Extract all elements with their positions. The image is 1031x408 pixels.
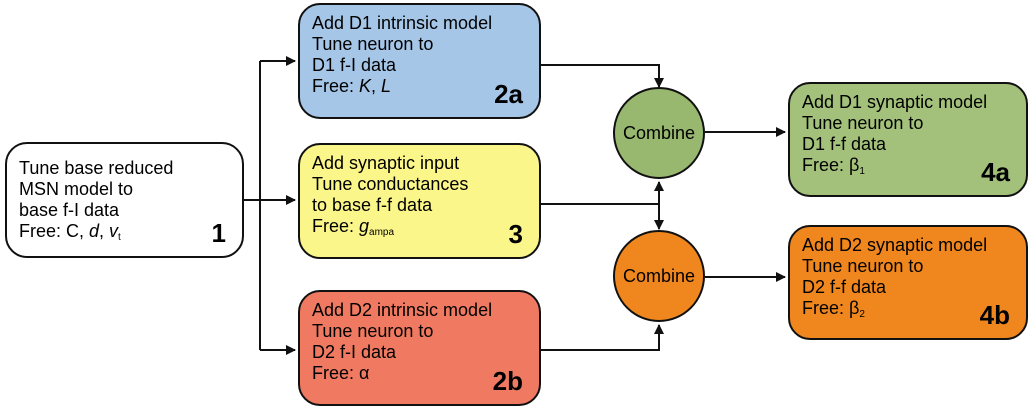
box-4a-free: Free: β1	[802, 155, 865, 177]
box-4a-line-2: Tune neuron to	[802, 113, 924, 133]
box-2a-line-2: Tune neuron to	[312, 34, 434, 54]
combine-d2-label: Combine	[622, 265, 696, 286]
step-number-4a: 4a	[981, 157, 1010, 187]
box-base-line-1: Tune base reduced	[19, 158, 174, 178]
box-4b-line-2: Tune neuron to	[802, 256, 924, 276]
step-number-3: 3	[508, 219, 523, 249]
box-4b-free: Free: β2	[802, 298, 865, 320]
box-2b-line-1: Add D2 intrinsic model	[312, 300, 493, 320]
box-2a-free: Free: K, L	[312, 76, 392, 96]
step-number-1: 1	[211, 218, 226, 248]
box-d2-intrinsic: Add D2 intrinsic model Tune neuron to D2…	[298, 290, 541, 406]
box-4b-line-1: Add D2 synaptic model	[802, 235, 988, 255]
combine-d1-label: Combine	[622, 122, 696, 143]
box-d2-synaptic: Add D2 synaptic model Tune neuron to D2 …	[788, 225, 1028, 340]
box-3-line-2: Tune conductances	[312, 174, 469, 194]
box-3-line-3: to base f-f data	[312, 195, 433, 215]
box-3-line-1: Add synaptic input	[312, 153, 460, 173]
box-2a-line-3: D1 f-I data	[312, 55, 397, 75]
box-4a-line-3: D1 f-f data	[802, 134, 887, 154]
combine-node-d2: Combine	[613, 230, 705, 322]
combine-node-d1: Combine	[613, 87, 705, 179]
box-base-model: Tune base reduced MSN model to base f-I …	[5, 142, 244, 258]
box-synaptic-input: Add synaptic input Tune conductances to …	[298, 143, 541, 259]
step-number-2b: 2b	[492, 366, 523, 396]
arrow-d2-intrinsic-to-combine	[541, 324, 664, 351]
step-number-2a: 2a	[494, 79, 523, 109]
box-4b-line-3: D2 f-f data	[802, 277, 887, 297]
arrow-d1-intrinsic-to-combine	[540, 64, 664, 88]
box-d1-synaptic: Add D1 synaptic model Tune neuron to D1 …	[788, 82, 1028, 197]
box-2b-free: Free: α	[312, 363, 370, 383]
box-d1-intrinsic: Add D1 intrinsic model Tune neuron to D1…	[298, 3, 541, 119]
box-4a-line-1: Add D1 synaptic model	[802, 92, 988, 112]
box-2b-line-3: D2 f-I data	[312, 342, 397, 362]
box-base-line-2: MSN model to	[19, 179, 134, 199]
step-number-4b: 4b	[979, 300, 1010, 330]
box-base-line-3: base f-I data	[19, 200, 120, 220]
box-2b-line-2: Tune neuron to	[312, 321, 434, 341]
box-3-free: Free: gampa	[312, 216, 395, 238]
box-2a-line-1: Add D1 intrinsic model	[312, 13, 493, 33]
box-base-free: Free: C, d, vt	[19, 221, 121, 243]
